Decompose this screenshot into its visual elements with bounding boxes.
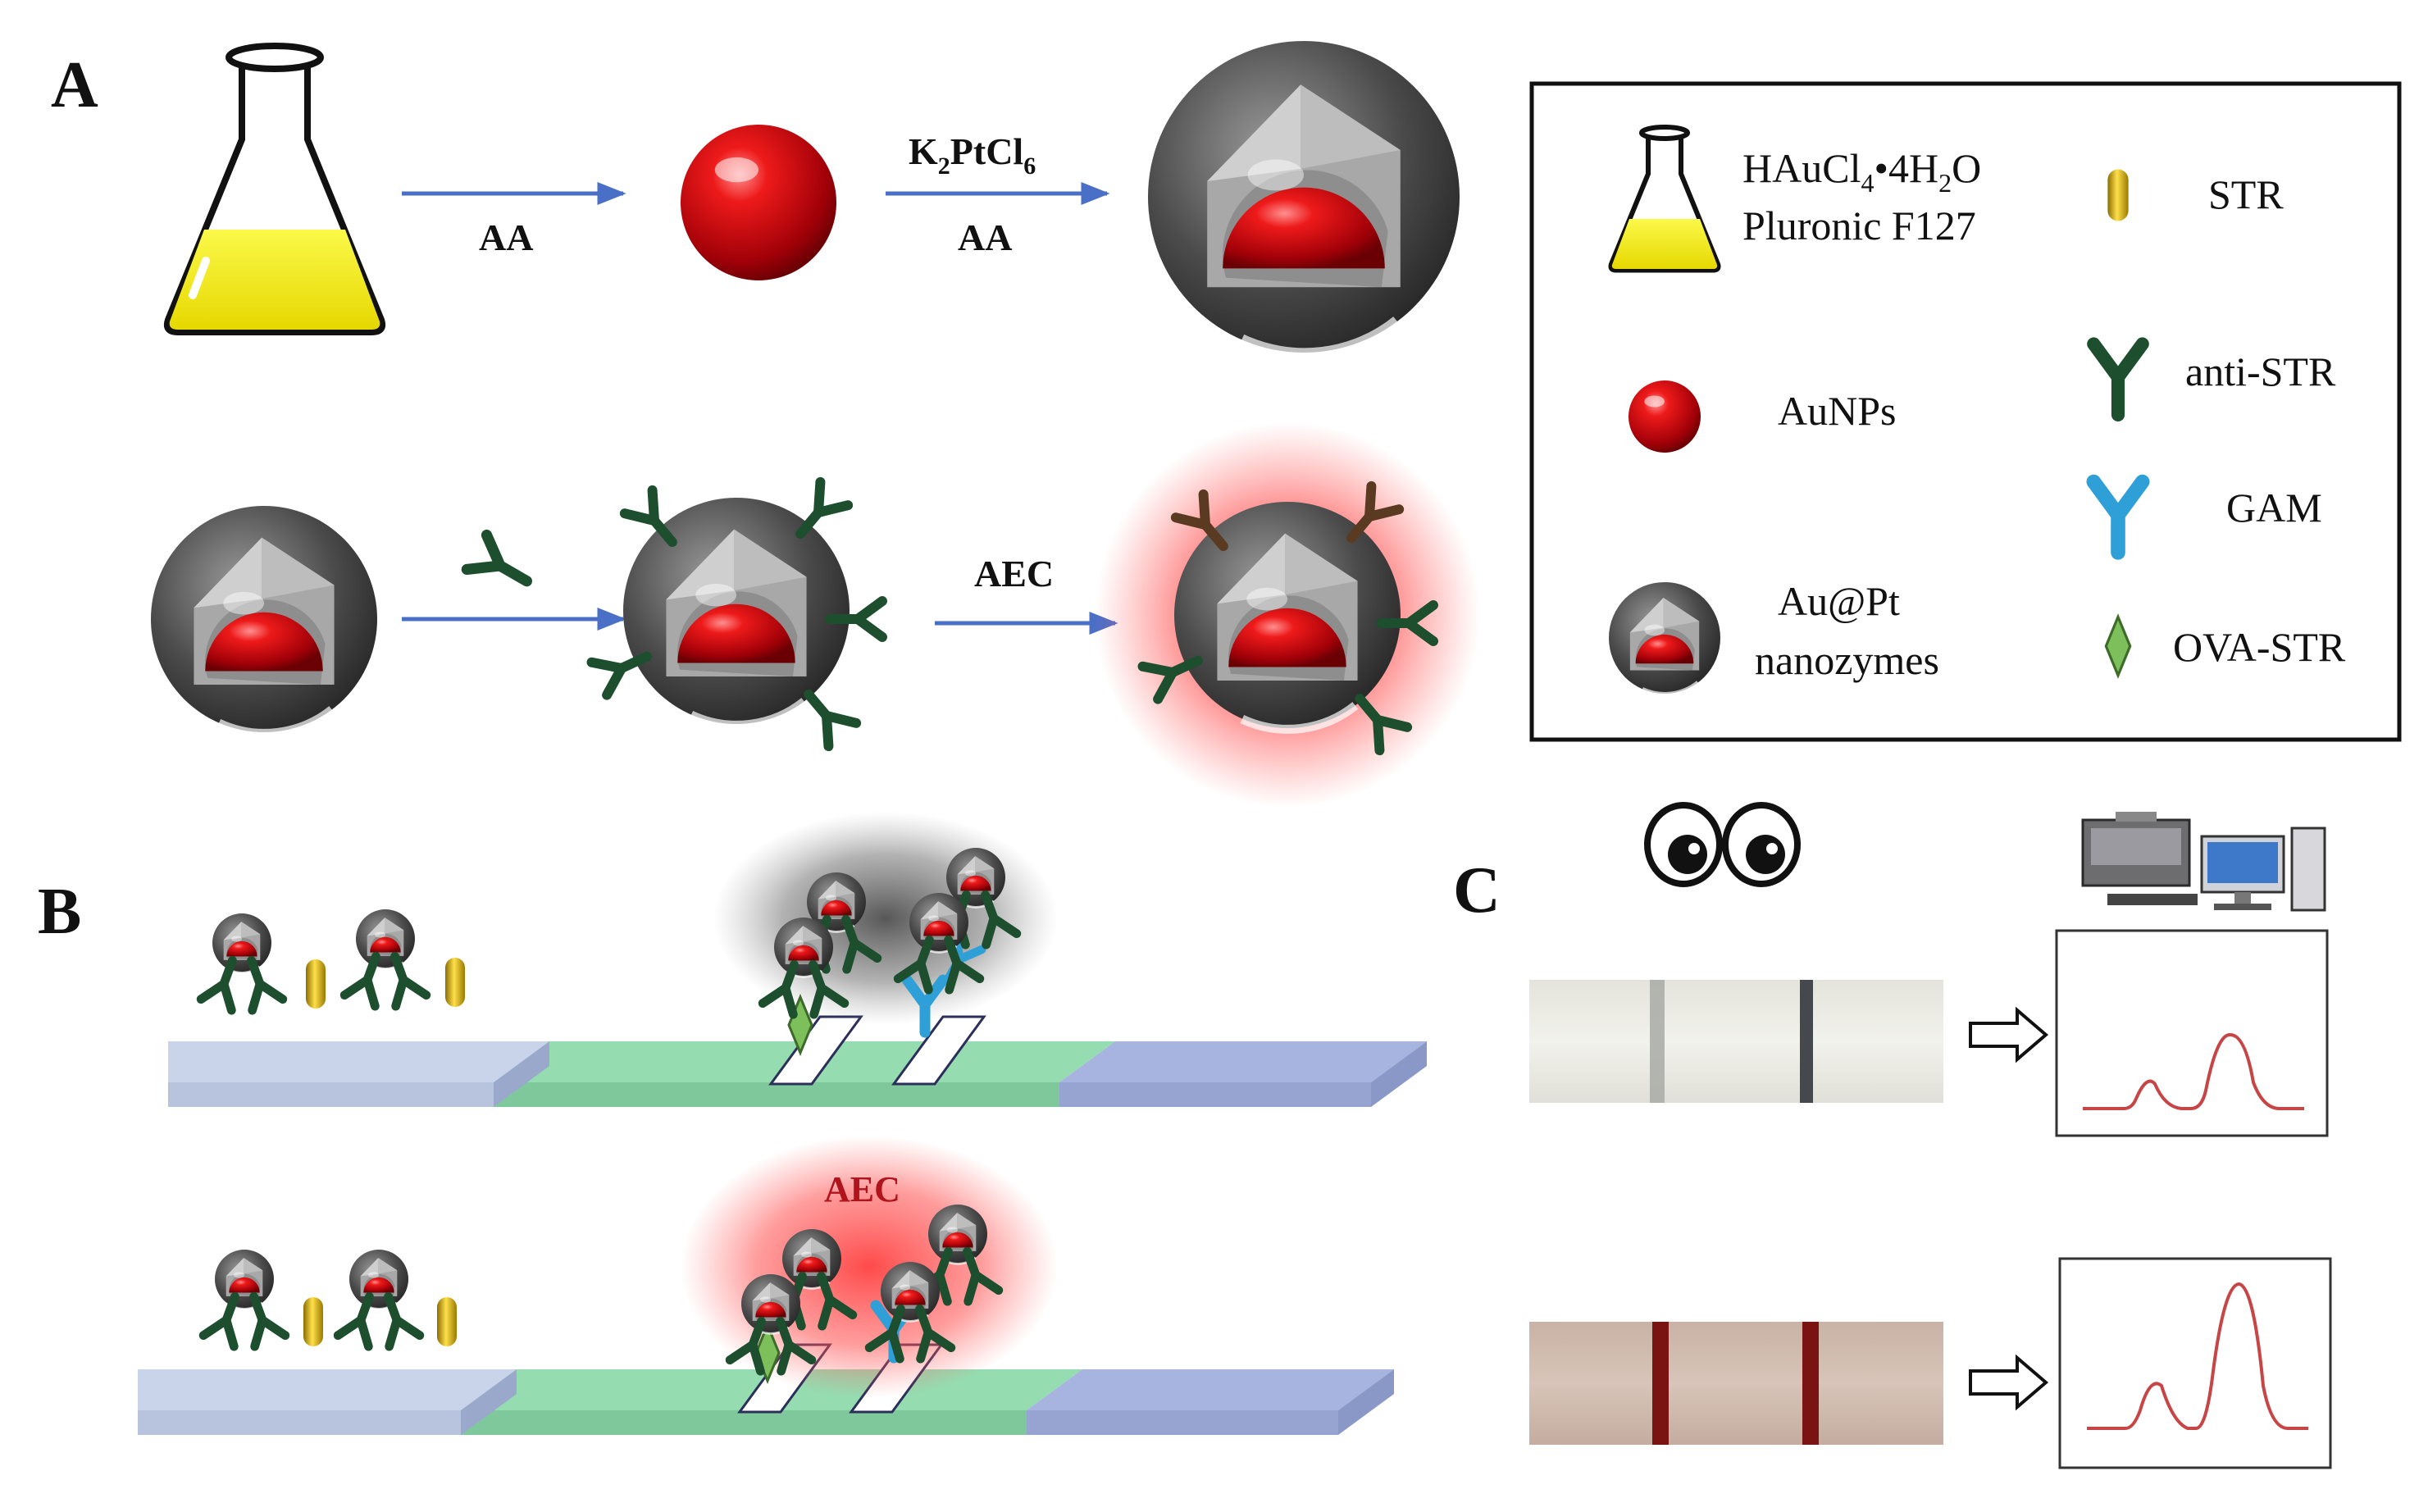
- legend-flask-icon: [1608, 125, 1721, 273]
- signal-curve-box-1: [2055, 929, 2329, 1137]
- legend-flask-line2: Pluronic F127: [1742, 203, 1976, 248]
- legend-str: STR: [2208, 171, 2284, 217]
- legend-aupt-line2: nanozymes: [1755, 637, 1939, 683]
- label-aa-1: AA: [479, 216, 533, 258]
- probe-b1-1: [201, 913, 283, 1010]
- legend-anti-str: anti-STR: [2185, 348, 2336, 394]
- legend-flask-line1: HAuCl4•4H2O: [1742, 145, 1981, 198]
- probe-b2-2: [338, 1250, 420, 1346]
- probe-b2-1: [203, 1250, 285, 1346]
- legend-aupt-icon: [1609, 582, 1720, 695]
- control-line-zone-1: [891, 1015, 986, 1086]
- strip-photo-positive: [1529, 1322, 1943, 1445]
- eyes-icon: [1644, 802, 1801, 887]
- str-b1-2: [445, 958, 465, 1007]
- label-aec-a: AEC: [974, 553, 1054, 594]
- gray-glow-b: [713, 812, 1058, 1025]
- aupt-antibody-conjugate: [592, 482, 882, 746]
- legend-str-icon: [2107, 169, 2129, 221]
- legend-gam: GAM: [2226, 485, 2322, 531]
- legend-aunps: AuNPs: [1778, 388, 1896, 434]
- label-aec-b: AEC: [824, 1169, 900, 1209]
- label-k2ptcl6: K2PtCl6: [909, 130, 1036, 180]
- probe-b1-2: [344, 909, 426, 1006]
- label-aa-2: AA: [958, 216, 1012, 258]
- antibody-free-icon: [467, 535, 536, 599]
- aupt-row2-a: [151, 506, 377, 733]
- legend-aunp-icon: [1629, 380, 1701, 453]
- panel-label-b: B: [38, 876, 81, 948]
- str-b1-1: [306, 959, 326, 1009]
- strip-photo-negative: [1529, 980, 1943, 1103]
- hollow-arrow-1: [1969, 1006, 2049, 1063]
- signal-curve-box-2: [2058, 1257, 2332, 1469]
- legend-aupt-line1: Au@Pt: [1778, 578, 1900, 624]
- aunp-sphere: [681, 125, 836, 280]
- panel-label-a: A: [51, 49, 98, 121]
- str-b2-2: [437, 1297, 457, 1346]
- flask-icon: [163, 43, 386, 335]
- str-b2-1: [303, 1297, 323, 1346]
- computer-icon: [2081, 812, 2326, 912]
- hollow-arrow-2: [1969, 1354, 2049, 1411]
- aupt-large: [1148, 41, 1460, 354]
- panel-label-c: C: [1453, 854, 1501, 927]
- test-strip-1: [168, 1015, 1427, 1107]
- legend-ova-str: OVA-STR: [2173, 624, 2346, 670]
